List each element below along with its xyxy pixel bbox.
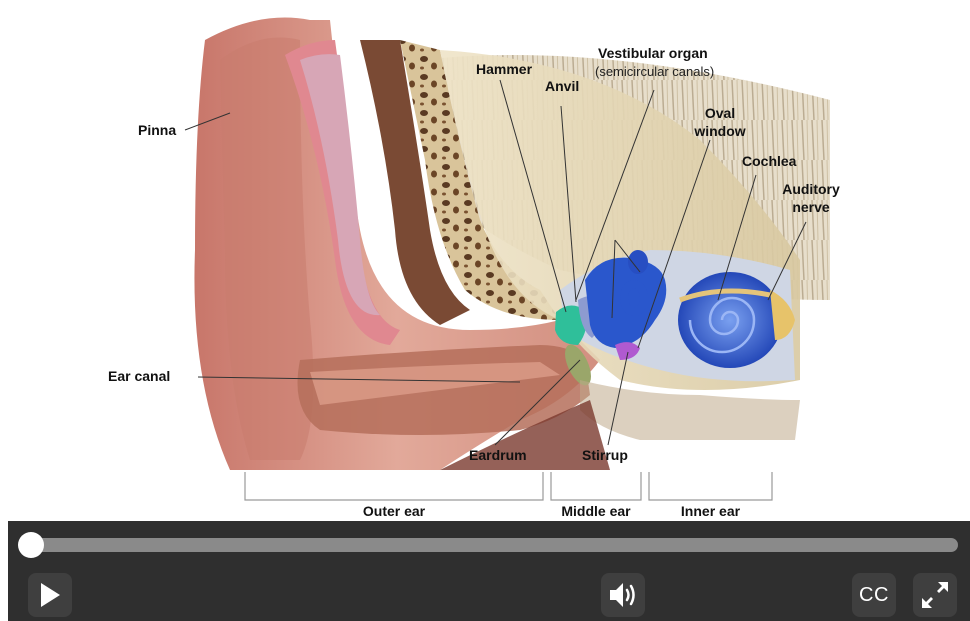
volume-button[interactable] (601, 573, 645, 617)
label-vestibular-organ-sub: (semicircular canals) (595, 64, 714, 79)
cc-label: CC (859, 584, 889, 607)
label-auditory-nerve-line1: Auditory (782, 181, 840, 197)
label-ear-canal: Ear canal (108, 367, 170, 385)
region-inner-ear: Inner ear (649, 502, 772, 520)
progress-bar[interactable] (22, 538, 958, 552)
label-oval-window: Oval window (690, 104, 750, 140)
fullscreen-button[interactable] (913, 573, 957, 617)
video-player-controls: CC (8, 521, 970, 621)
label-eardrum: Eardrum (469, 446, 527, 464)
region-outer-ear: Outer ear (245, 502, 543, 520)
play-button[interactable] (28, 573, 72, 617)
play-icon (39, 582, 61, 608)
label-auditory-nerve: Auditory nerve (778, 180, 844, 216)
volume-icon (608, 581, 638, 609)
label-oval-window-line2: window (694, 123, 745, 139)
label-vestibular-organ: Vestibular organ (598, 44, 708, 62)
closed-captions-button[interactable]: CC (852, 573, 896, 617)
label-anvil: Anvil (545, 77, 579, 95)
progress-scrubber[interactable] (18, 532, 44, 558)
ear-illustration (0, 0, 970, 521)
region-middle-ear: Middle ear (551, 502, 641, 520)
label-oval-window-line1: Oval (705, 105, 735, 121)
label-auditory-nerve-line2: nerve (792, 199, 829, 215)
label-hammer: Hammer (476, 60, 532, 78)
label-pinna: Pinna (138, 121, 176, 139)
fullscreen-icon (920, 580, 950, 610)
region-brackets (245, 472, 772, 500)
label-stirrup: Stirrup (582, 446, 628, 464)
label-cochlea: Cochlea (742, 152, 796, 170)
ear-anatomy-diagram: Pinna Ear canal Hammer Anvil Vestibular … (0, 0, 970, 521)
